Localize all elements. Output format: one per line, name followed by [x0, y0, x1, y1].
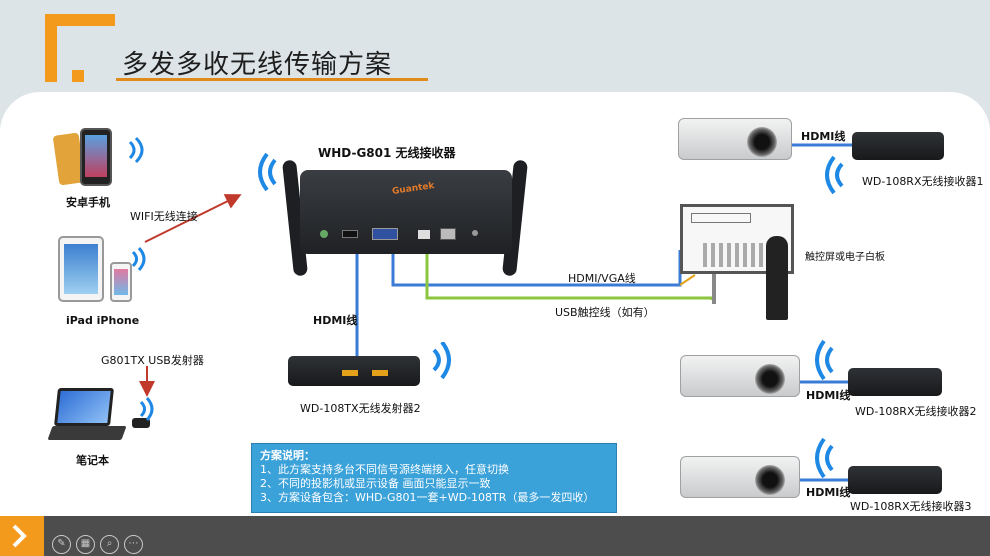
title-bracket-decoration — [45, 14, 115, 82]
notes-item: 3、方案设备包含：WHD-G801一套+WD-108TR（最多一发四收） — [260, 491, 595, 504]
transmitter-2-label: WD-108TX无线发射器2 — [300, 402, 421, 415]
next-slide-button[interactable] — [0, 516, 44, 556]
iphone-image — [110, 262, 132, 302]
transmitter-2-device — [288, 356, 420, 386]
hdmi-vga-tail — [679, 274, 696, 286]
projector-1-image — [678, 118, 792, 160]
projector-3-image — [680, 456, 800, 498]
slides-overview-button[interactable]: ▦ — [76, 535, 95, 554]
rx2-device — [848, 368, 942, 396]
usb-transmitter-dongle — [132, 418, 150, 428]
chevron-right-icon — [12, 524, 27, 548]
tx-usb-label: G801TX USB发射器 — [101, 354, 204, 367]
android-phone-label: 安卓手机 — [66, 196, 110, 209]
receiver-title-label: WHD-G801 无线接收器 — [318, 146, 456, 160]
whiteboard-label: 触控屏或电子白板 — [805, 252, 885, 263]
laptop-image — [47, 388, 127, 444]
slide-title: 多发多收无线传输方案 — [122, 50, 393, 80]
notes-heading: 方案说明： — [260, 449, 315, 462]
wifi-connect-label: WIFI无线连接 — [130, 210, 198, 223]
title-bracket-dot — [72, 70, 84, 82]
ipad-iphone-label: iPad iPhone — [66, 314, 140, 327]
wifi-icon — [131, 246, 146, 272]
wifi-icon — [258, 152, 277, 192]
wifi-icon — [815, 438, 834, 478]
title-underline — [116, 78, 428, 81]
zoom-button[interactable]: ⌕ — [100, 535, 119, 554]
presenter-figure — [766, 236, 788, 320]
wifi-icon — [815, 340, 834, 380]
pen-tool-button[interactable]: ✎ — [52, 535, 71, 554]
wifi-icon — [139, 396, 154, 422]
device-brand: Guantek — [391, 181, 436, 197]
wifi-arrow — [144, 194, 242, 243]
wifi-icon — [432, 342, 451, 380]
more-options-button[interactable]: ⋯ — [124, 535, 143, 554]
hdmi-line-r3-label: HDMI线 — [806, 486, 851, 499]
grid-icon: ▦ — [80, 538, 91, 549]
usb-touch-line-label: USB触控线（如有） — [555, 306, 655, 319]
rx1-device — [852, 132, 944, 160]
ipad-image — [58, 236, 104, 302]
hdmi-line-r2-label: HDMI线 — [806, 389, 851, 402]
hdmi-vga-cable — [391, 250, 682, 287]
rx3-device — [848, 466, 942, 494]
rx1-label: WD-108RX无线接收器1 — [862, 175, 984, 188]
hdmi-vga-line-label: HDMI/VGA线 — [568, 272, 636, 285]
laptop-label: 笔记本 — [76, 454, 109, 467]
solution-notes-box: 方案说明： 1、此方案支持多台不同信号源终端接入，任意切换 2、不同的投影机或显… — [251, 443, 617, 513]
notes-item: 2、不同的投影机或显示设备 画面只能显示一致 — [260, 477, 491, 490]
projector-2-image — [680, 355, 800, 397]
rx2-label: WD-108RX无线接收器2 — [855, 405, 977, 418]
main-receiver-device: Guantek — [300, 170, 512, 254]
search-icon: ⌕ — [106, 538, 113, 549]
pen-icon: ✎ — [57, 538, 66, 549]
hdmi-line-left-label: HDMI线 — [313, 314, 358, 327]
hdmi-line-r1-label: HDMI线 — [801, 130, 846, 143]
presentation-toolbar — [0, 516, 990, 556]
wifi-icon — [128, 136, 144, 164]
wifi-icon — [825, 156, 844, 194]
notes-item: 1、此方案支持多台不同信号源终端接入，任意切换 — [260, 463, 509, 476]
rx3-label: WD-108RX无线接收器3 — [850, 500, 972, 513]
whiteboard-stand — [712, 274, 716, 304]
more-icon: ⋯ — [128, 538, 139, 549]
android-phone-image — [52, 128, 132, 188]
